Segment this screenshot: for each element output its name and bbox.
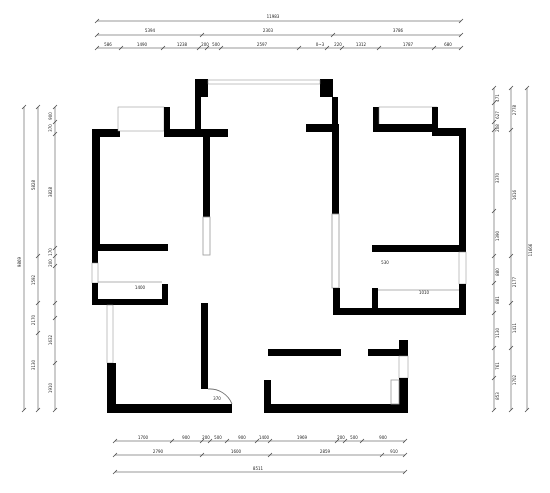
left-door-label: 370 xyxy=(213,396,221,401)
dim-bottom-mid-2: 1600 xyxy=(231,449,242,454)
dim-left-mid-4: 3130 xyxy=(31,359,36,370)
dim-top-total: 11983 xyxy=(267,14,280,19)
dim-top-detail-11: 680 xyxy=(444,42,452,47)
dim-bottom-detail-10: 900 xyxy=(379,435,387,440)
dim-right-detail-2: 627 xyxy=(495,111,500,119)
dim-right-mid-3: 2177 xyxy=(512,276,517,287)
dim-right-mid-4: 1411 xyxy=(512,322,517,333)
dim-bottom-detail-4: 500 xyxy=(214,435,222,440)
dim-left-total: 9869 xyxy=(17,256,22,267)
dim-right-detail-7: 881 xyxy=(495,296,500,304)
dim-left-detail-2: 370 xyxy=(48,124,53,132)
dim-right-detail-8: 1130 xyxy=(495,327,500,338)
dim-right-detail-10: 853 xyxy=(495,392,500,400)
dim-top-mid-2: 2303 xyxy=(263,28,274,33)
dim-bottom-detail-5: 900 xyxy=(238,435,246,440)
dim-right-mid-2: 1616 xyxy=(512,189,517,200)
left-dimensions: 9869 5828 1592 2170 3130 900 370 3828 17… xyxy=(17,104,58,413)
dim-right-detail-5: 1390 xyxy=(495,230,500,241)
bottom-dimensions: 1700 900 200 500 900 1400 1969 200 500 9… xyxy=(112,435,408,475)
right-room-label-a: 530 xyxy=(381,260,389,265)
left-balcony-window xyxy=(117,106,165,132)
right-bath-label: 1010 xyxy=(419,290,430,295)
dim-top-mid-3: 3786 xyxy=(393,28,404,33)
dim-right-mid-5: 1702 xyxy=(512,374,517,385)
dim-top-detail-4: 200 xyxy=(201,42,209,47)
dim-top-detail-5: 500 xyxy=(212,42,220,47)
dim-bottom-mid-1: 2790 xyxy=(153,449,164,454)
dim-top-detail-7: 0~3 xyxy=(316,42,325,47)
dim-bottom-detail-8: 200 xyxy=(337,435,345,440)
dim-left-detail-7: 1910 xyxy=(48,382,53,393)
dim-top-detail-2: 1490 xyxy=(137,42,148,47)
dim-top-detail-9: 1312 xyxy=(356,42,367,47)
dim-bottom-mid-3: 2859 xyxy=(320,449,331,454)
dim-right-mid-1: 2778 xyxy=(512,104,517,115)
walls xyxy=(91,79,467,413)
bottom-detail-ticks xyxy=(112,438,408,444)
dim-right-detail-3: 208 xyxy=(495,124,500,132)
left-bath-label: 1400 xyxy=(135,285,146,290)
dim-left-mid-2: 1592 xyxy=(31,274,36,285)
dim-bottom-detail-9: 500 xyxy=(350,435,358,440)
dim-bottom-detail-6: 1400 xyxy=(259,435,270,440)
dim-right-detail-1: 471 xyxy=(495,94,500,102)
dim-left-detail-6: 1632 xyxy=(48,334,53,345)
dim-top-detail-10: 1787 xyxy=(403,42,414,47)
dim-top-detail-8: 220 xyxy=(334,42,342,47)
dim-top-detail-3: 1238 xyxy=(177,42,188,47)
dim-left-detail-3: 3828 xyxy=(48,186,53,197)
dim-bottom-mid-4: 910 xyxy=(390,449,398,454)
dim-left-detail-4: 170 xyxy=(48,248,53,256)
dim-bottom-detail-1: 1700 xyxy=(138,435,149,440)
dim-left-mid-1: 5828 xyxy=(31,179,36,190)
dim-bottom-detail-3: 200 xyxy=(202,435,210,440)
right-dimensions: 471 627 208 3370 1390 880 881 1130 761 8… xyxy=(491,85,533,413)
dim-top-mid-1: 5394 xyxy=(145,28,156,33)
top-detail-ticks xyxy=(94,45,464,51)
dim-right-detail-6: 880 xyxy=(495,268,500,276)
dim-right-total: 11666 xyxy=(528,243,533,256)
top-window xyxy=(207,79,321,85)
dim-right-detail-9: 761 xyxy=(495,362,500,370)
dim-bottom-detail-7: 1969 xyxy=(297,435,308,440)
dim-right-detail-4: 3370 xyxy=(495,172,500,183)
dim-left-detail-5: 200 xyxy=(48,259,53,267)
dim-bottom-total: 8511 xyxy=(253,466,264,471)
dim-left-detail-1: 900 xyxy=(48,112,53,120)
room-annotations: 1400 530 1010 370 xyxy=(135,260,430,401)
dim-left-mid-3: 2170 xyxy=(31,314,36,325)
dim-top-detail-6: 2597 xyxy=(257,42,268,47)
top-dimensions: 11983 5394 2303 3786 586 1490 1238 200 5… xyxy=(94,14,464,51)
dim-bottom-detail-2: 900 xyxy=(182,435,190,440)
dim-top-detail-1: 586 xyxy=(104,42,112,47)
